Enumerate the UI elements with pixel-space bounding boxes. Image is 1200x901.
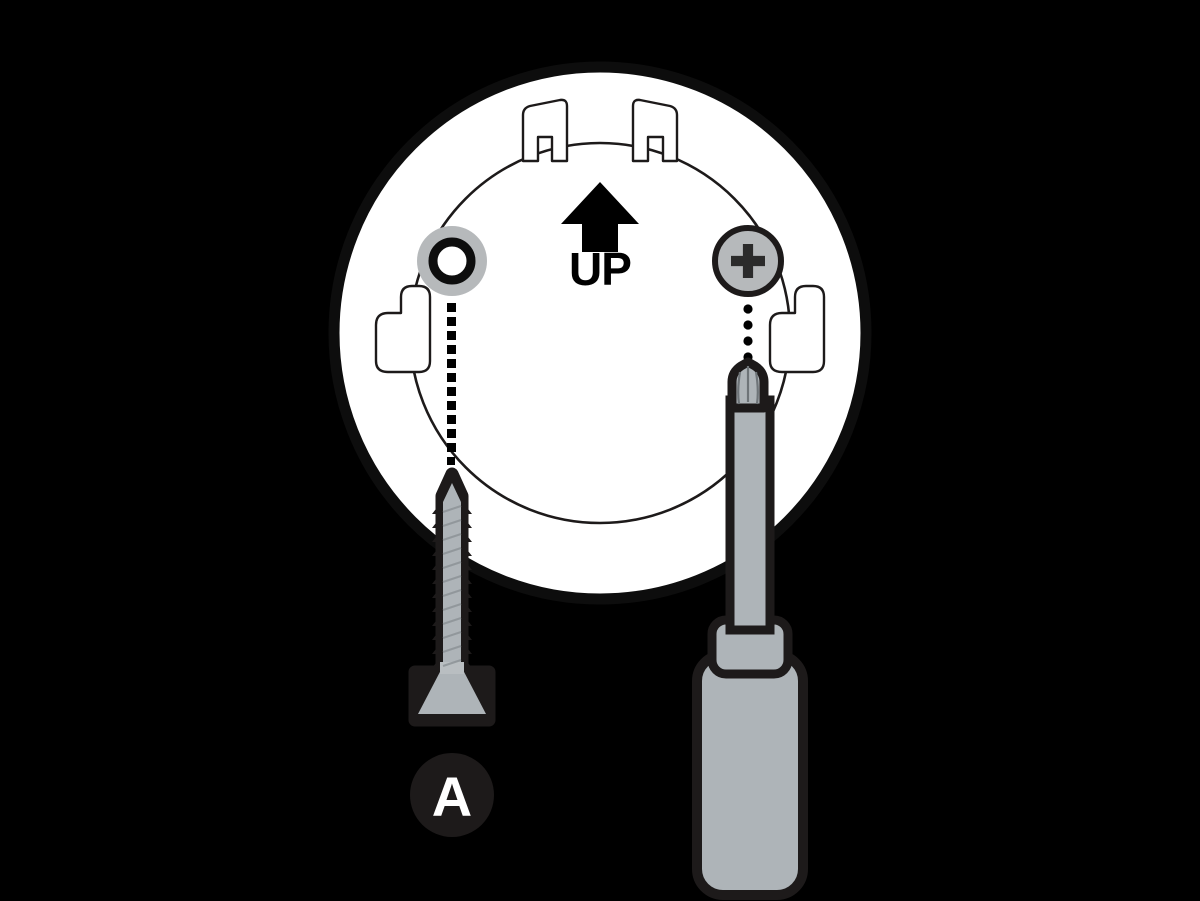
keyhole-slot-right [768,284,826,374]
top-tab-left [521,98,569,163]
empty-screw-hole-grommet [417,226,487,296]
callout-badge-a: A [410,753,494,837]
screwdriver-shaft [725,395,775,635]
phillips-screwdriver [692,357,808,900]
dotted-guide-left [447,303,456,465]
screwdriver-handle [692,650,808,900]
up-label: UP [569,243,631,295]
badge-circle [410,753,494,837]
installed-phillips-screw [712,225,784,297]
mounting-screw [408,467,496,727]
up-arrow [561,182,639,252]
badge-letter: A [432,765,472,828]
keyhole-slot-left [374,284,432,374]
top-tab-right [631,98,679,163]
